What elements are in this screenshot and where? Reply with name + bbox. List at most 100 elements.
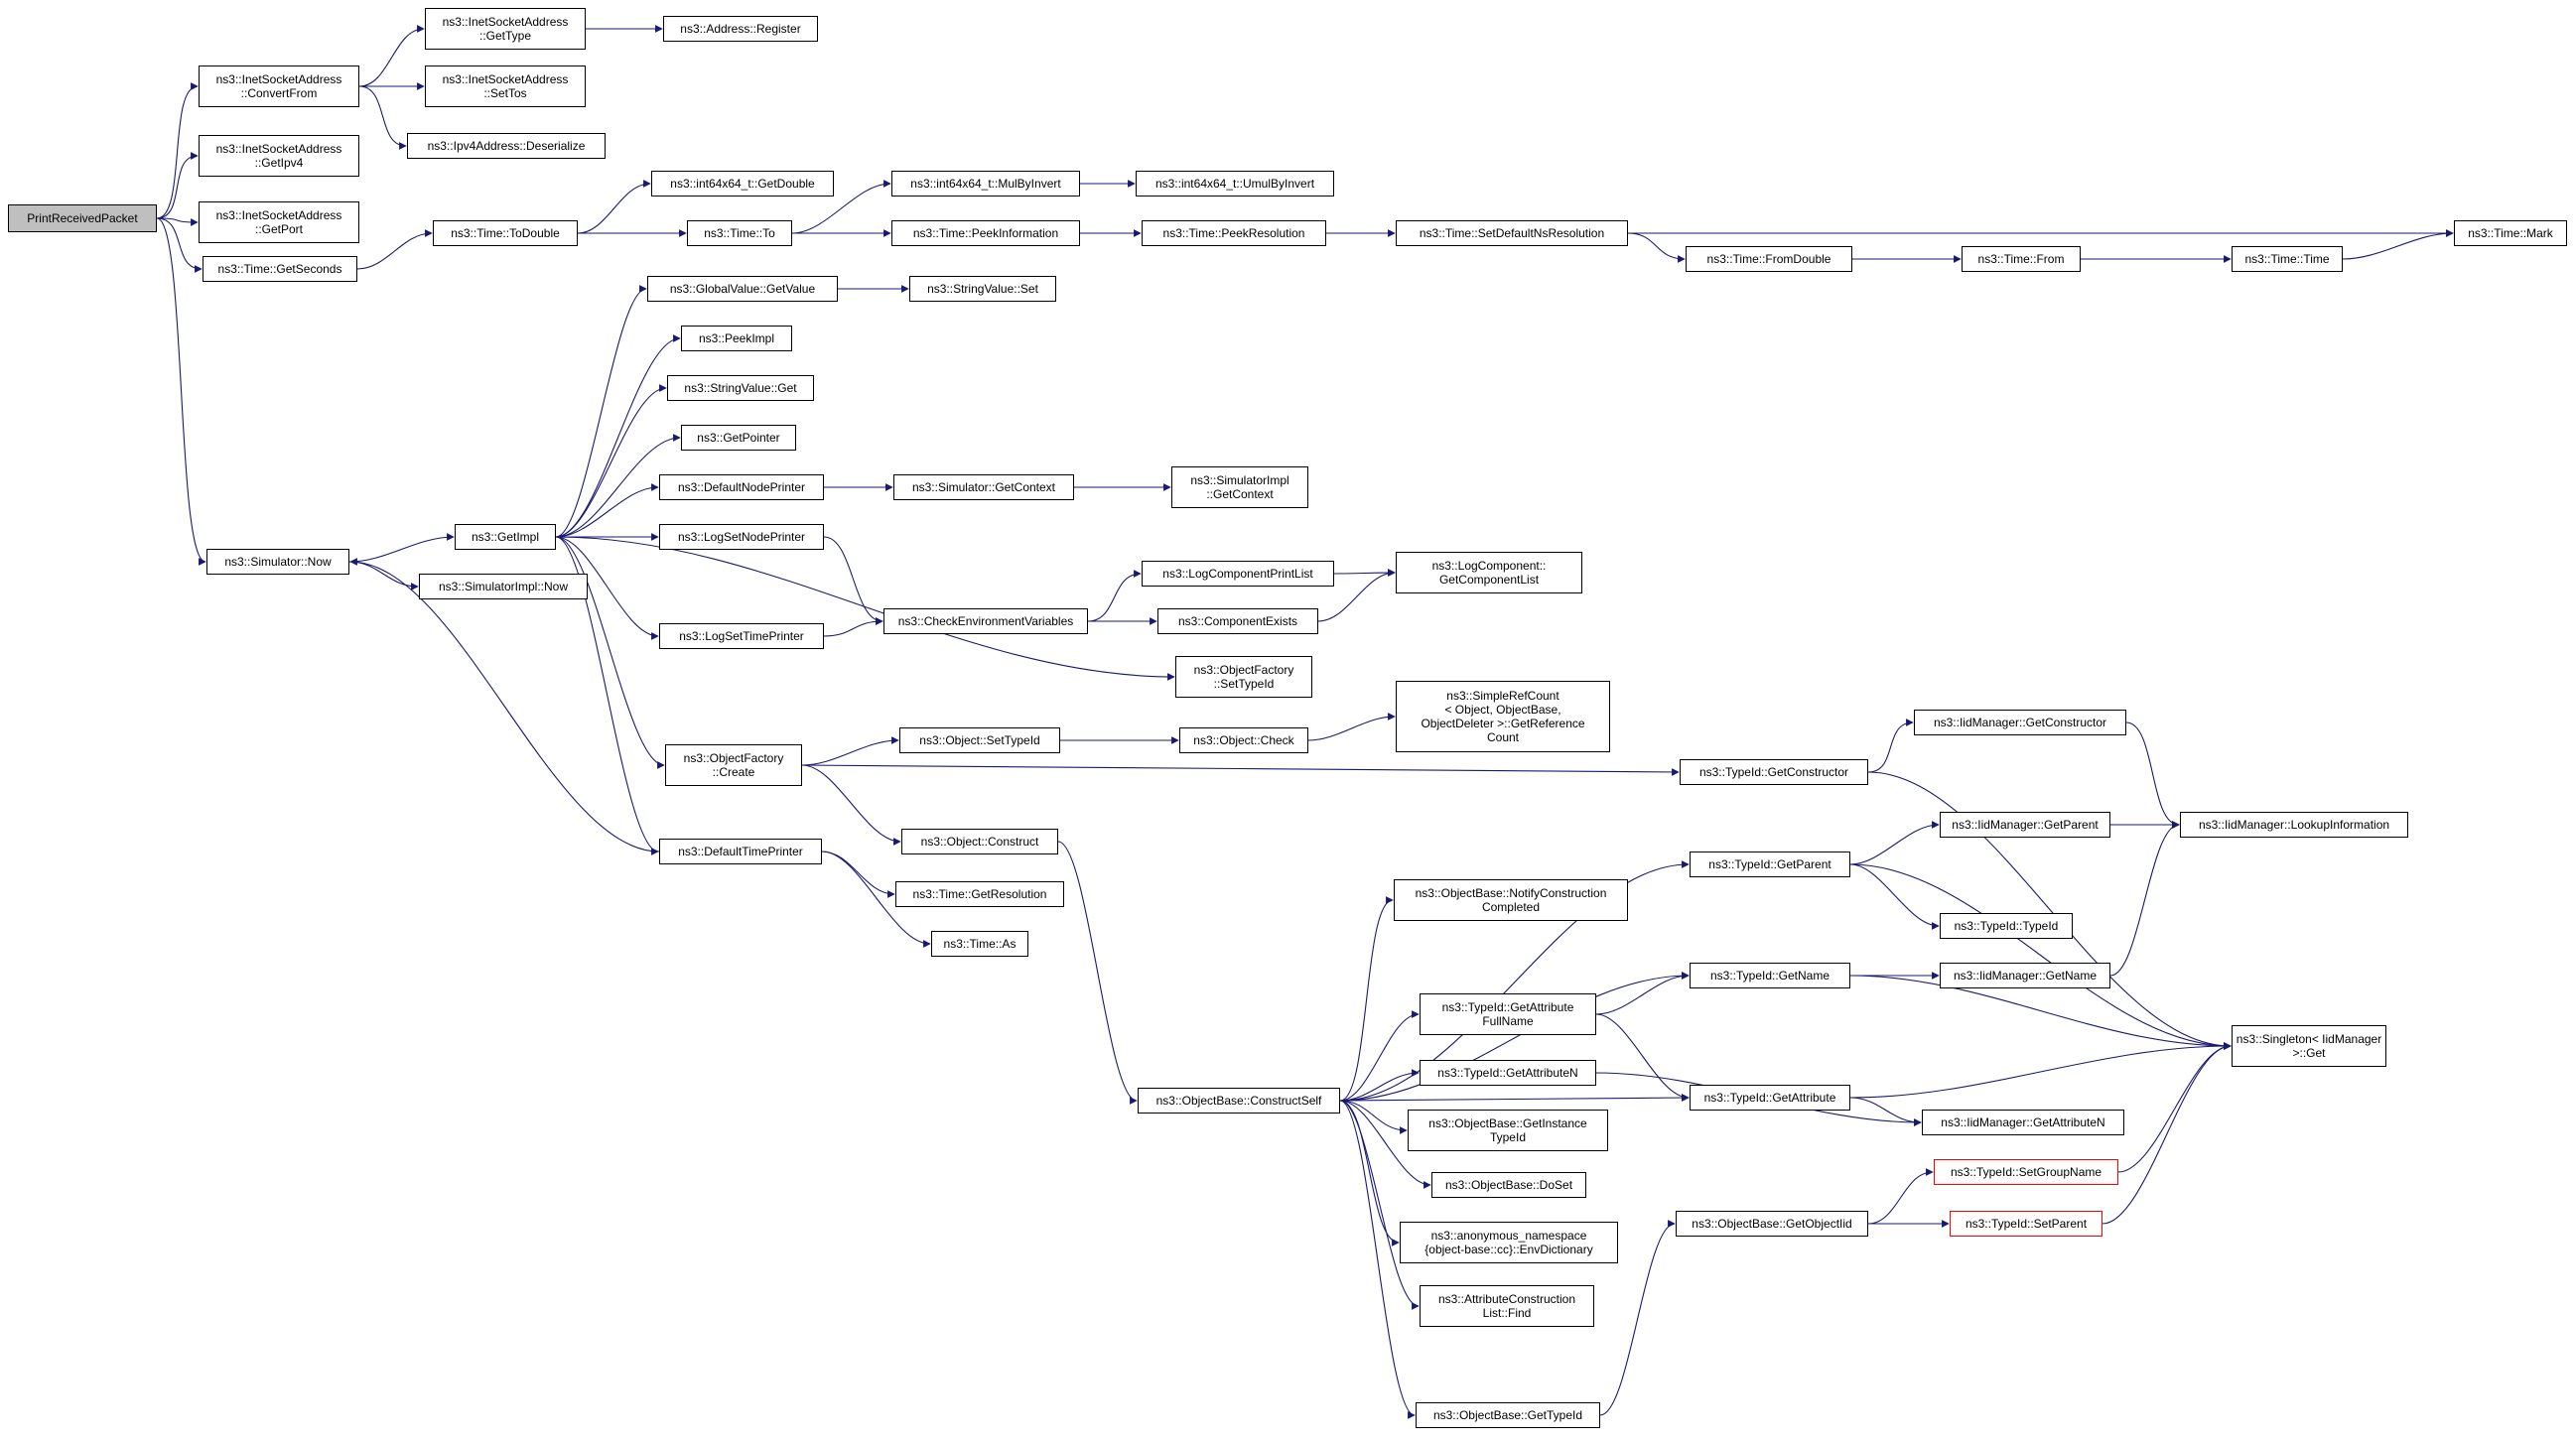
edge-get-impl--peek-impl: [555, 334, 681, 538]
graph-node-typeid-get-parent[interactable]: ns3::TypeId::GetParent: [1690, 852, 1850, 877]
graph-node-time-time[interactable]: ns3::Time::Time: [2232, 246, 2343, 272]
graph-node-get-pointer[interactable]: ns3::GetPointer: [681, 425, 796, 451]
edge-print-received-packet--inet-get-port: [156, 217, 199, 226]
graph-node-log-component-print-list[interactable]: ns3::LogComponentPrintList: [1142, 561, 1334, 587]
graph-node-print-received-packet[interactable]: PrintReceivedPacket: [8, 204, 157, 232]
graph-node-i64-umul-by-invert[interactable]: ns3::int64x64_t::UmulByInvert: [1136, 171, 1334, 197]
graph-node-attribute-construction-list-find[interactable]: ns3::AttributeConstruction List::Find: [1420, 1285, 1594, 1327]
edge-simulator-now--get-impl: [348, 533, 455, 563]
graph-node-stringvalue-get[interactable]: ns3::StringValue::Get: [667, 375, 814, 401]
edge-default-time-printer--simulator-now: [349, 558, 660, 852]
graph-node-inet-set-tos[interactable]: ns3::InetSocketAddress ::SetTos: [425, 66, 586, 107]
graph-node-typeid-typeid[interactable]: ns3::TypeId::TypeId: [1940, 913, 2073, 939]
graph-node-time-get-seconds[interactable]: ns3::Time::GetSeconds: [203, 256, 357, 282]
edge-object-check--simple-ref-count: [1307, 713, 1396, 741]
graph-node-objectbase-notify-construction-completed[interactable]: ns3::ObjectBase::NotifyConstruction Comp…: [1394, 879, 1628, 921]
graph-node-singleton-iidmanager-get[interactable]: ns3::Singleton< IidManager >::Get: [2232, 1025, 2386, 1067]
graph-node-typeid-set-group-name[interactable]: ns3::TypeId::SetGroupName: [1934, 1159, 2118, 1185]
graph-node-log-set-time-printer[interactable]: ns3::LogSetTimePrinter: [659, 623, 824, 649]
graph-node-objectbase-get-object-iid[interactable]: ns3::ObjectBase::GetObjectIid: [1676, 1211, 1868, 1237]
graph-node-time-to-double[interactable]: ns3::Time::ToDouble: [433, 220, 578, 246]
graph-node-typeid-get-attribute-n[interactable]: ns3::TypeId::GetAttributeN: [1420, 1060, 1596, 1086]
graph-node-time-to[interactable]: ns3::Time::To: [687, 220, 792, 246]
graph-node-objectbase-get-instance-type-id[interactable]: ns3::ObjectBase::GetInstance TypeId: [1408, 1110, 1608, 1151]
graph-node-peek-impl[interactable]: ns3::PeekImpl: [681, 326, 792, 351]
edge-get-impl--objectfactory-create: [555, 536, 665, 769]
graph-node-typeid-get-attribute[interactable]: ns3::TypeId::GetAttribute: [1690, 1085, 1850, 1111]
graph-node-time-peek-information[interactable]: ns3::Time::PeekInformation: [891, 220, 1080, 246]
edge-inet-convert-from--ipv4-deserialize: [358, 85, 407, 150]
graph-node-simulator-get-context[interactable]: ns3::Simulator::GetContext: [893, 474, 1074, 500]
graph-node-time-from[interactable]: ns3::Time::From: [1962, 246, 2081, 272]
graph-node-simulator-now[interactable]: ns3::Simulator::Now: [206, 549, 349, 575]
graph-node-object-construct[interactable]: ns3::Object::Construct: [901, 829, 1058, 854]
edge-iidmanager-get-constructor--iidmanager-lookup-information: [2125, 721, 2180, 829]
edge-get-impl--objectfactory-set-type-id: [555, 536, 1175, 681]
graph-node-typeid-get-attribute-full-name[interactable]: ns3::TypeId::GetAttribute FullName: [1420, 993, 1596, 1035]
graph-node-default-time-printer[interactable]: ns3::DefaultTimePrinter: [659, 839, 822, 864]
graph-node-time-peek-resolution[interactable]: ns3::Time::PeekResolution: [1142, 220, 1326, 246]
graph-node-time-as[interactable]: ns3::Time::As: [931, 931, 1028, 957]
edge-objectbase-construct-self--objectbase-get-type-id: [1339, 1100, 1416, 1419]
edge-typeid-get-parent--iidmanager-get-parent: [1849, 821, 1940, 865]
edge-objectbase-get-type-id--objectbase-get-object-iid: [1599, 1220, 1676, 1416]
graph-node-inet-get-ipv4[interactable]: ns3::InetSocketAddress ::GetIpv4: [199, 135, 359, 177]
graph-node-iidmanager-get-constructor[interactable]: ns3::IidManager::GetConstructor: [1914, 710, 2126, 735]
edge-typeid-get-attribute-full-name--typeid-get-attribute: [1595, 1013, 1690, 1102]
graph-node-time-get-resolution[interactable]: ns3::Time::GetResolution: [895, 881, 1064, 907]
graph-node-default-node-printer[interactable]: ns3::DefaultNodePrinter: [659, 474, 824, 500]
edge-time-to--i64-mul-by-invert: [791, 180, 891, 234]
edge-objectbase-construct-self--typeid-get-attribute-full-name: [1339, 1010, 1420, 1102]
edge-get-impl--stringvalue-get: [555, 384, 667, 538]
graph-node-iidmanager-get-parent[interactable]: ns3::IidManager::GetParent: [1940, 812, 2110, 838]
graph-node-typeid-get-constructor[interactable]: ns3::TypeId::GetConstructor: [1680, 759, 1868, 785]
edge-typeid-get-attribute-full-name--typeid-get-name: [1595, 972, 1690, 1015]
edge-time-get-seconds--time-to-double: [356, 229, 433, 270]
graph-node-i64-mul-by-invert[interactable]: ns3::int64x64_t::MulByInvert: [891, 171, 1080, 197]
graph-node-typeid-get-name[interactable]: ns3::TypeId::GetName: [1690, 963, 1850, 988]
graph-node-address-register[interactable]: ns3::Address::Register: [663, 16, 818, 42]
graph-node-inet-convert-from[interactable]: ns3::InetSocketAddress ::ConvertFrom: [199, 66, 359, 107]
graph-node-inet-get-port[interactable]: ns3::InetSocketAddress ::GetPort: [199, 201, 359, 243]
graph-node-objectbase-do-set[interactable]: ns3::ObjectBase::DoSet: [1431, 1172, 1586, 1198]
graph-node-check-environment-variables[interactable]: ns3::CheckEnvironmentVariables: [883, 608, 1088, 634]
graph-node-iidmanager-get-name[interactable]: ns3::IidManager::GetName: [1940, 963, 2110, 988]
edge-log-set-node-printer--check-environment-variables: [823, 536, 883, 625]
edge-get-impl--log-set-time-printer: [555, 536, 659, 640]
graph-node-iidmanager-get-attribute-n[interactable]: ns3::IidManager::GetAttributeN: [1922, 1110, 2124, 1135]
graph-node-iidmanager-lookup-information[interactable]: ns3::IidManager::LookupInformation: [2180, 812, 2408, 838]
graph-node-stringvalue-set[interactable]: ns3::StringValue::Set: [909, 276, 1056, 302]
edge-typeid-get-parent--singleton-iidmanager-get: [1849, 863, 2232, 1050]
graph-node-time-from-double[interactable]: ns3::Time::FromDouble: [1686, 246, 1852, 272]
graph-node-simulatorimpl-get-context[interactable]: ns3::SimulatorImpl ::GetContext: [1171, 466, 1308, 508]
edge-get-impl--default-time-printer: [555, 536, 659, 855]
graph-node-env-dictionary[interactable]: ns3::anonymous_namespace {object-base::c…: [1400, 1222, 1618, 1263]
edge-print-received-packet--simulator-now: [156, 217, 206, 566]
graph-node-simulatorimpl-now[interactable]: ns3::SimulatorImpl::Now: [419, 574, 588, 599]
graph-node-inet-get-type[interactable]: ns3::InetSocketAddress ::GetType: [425, 8, 586, 50]
edge-objectbase-construct-self--objectbase-notify-construction-completed: [1339, 896, 1394, 1102]
graph-node-log-component-get-component-list[interactable]: ns3::LogComponent:: GetComponentList: [1396, 552, 1582, 593]
graph-node-typeid-set-parent[interactable]: ns3::TypeId::SetParent: [1950, 1211, 2102, 1237]
graph-node-objectbase-get-type-id[interactable]: ns3::ObjectBase::GetTypeId: [1416, 1402, 1600, 1428]
graph-node-log-set-node-printer[interactable]: ns3::LogSetNodePrinter: [659, 524, 824, 550]
graph-node-object-set-type-id[interactable]: ns3::Object::SetTypeId: [899, 727, 1060, 753]
graph-node-objectbase-construct-self[interactable]: ns3::ObjectBase::ConstructSelf: [1138, 1088, 1340, 1114]
graph-node-i64-get-double[interactable]: ns3::int64x64_t::GetDouble: [651, 171, 834, 197]
graph-node-simple-ref-count[interactable]: ns3::SimpleRefCount < Object, ObjectBase…: [1396, 681, 1610, 752]
graph-node-get-impl[interactable]: ns3::GetImpl: [455, 524, 556, 550]
graph-node-objectfactory-create[interactable]: ns3::ObjectFactory ::Create: [665, 744, 802, 786]
graph-node-ipv4-deserialize[interactable]: ns3::Ipv4Address::Deserialize: [407, 133, 606, 159]
edge-typeid-set-parent--singleton-iidmanager-get: [2101, 1042, 2232, 1225]
graph-node-time-mark[interactable]: ns3::Time::Mark: [2454, 220, 2567, 246]
graph-node-object-check[interactable]: ns3::Object::Check: [1179, 727, 1308, 753]
graph-node-component-exists[interactable]: ns3::ComponentExists: [1157, 608, 1318, 634]
graph-node-globalvalue-getvalue[interactable]: ns3::GlobalValue::GetValue: [647, 276, 838, 302]
edge-typeid-get-attribute--singleton-iidmanager-get: [1849, 1042, 2232, 1099]
edge-time-to-double--i64-get-double: [577, 180, 651, 234]
graph-node-objectfactory-set-type-id[interactable]: ns3::ObjectFactory ::SetTypeId: [1175, 656, 1312, 698]
edge-simulator-now--simulatorimpl-now: [348, 561, 419, 590]
edge-default-time-printer--time-get-resolution: [821, 851, 895, 898]
graph-node-time-set-default-ns-resolution[interactable]: ns3::Time::SetDefaultNsResolution: [1396, 220, 1628, 246]
